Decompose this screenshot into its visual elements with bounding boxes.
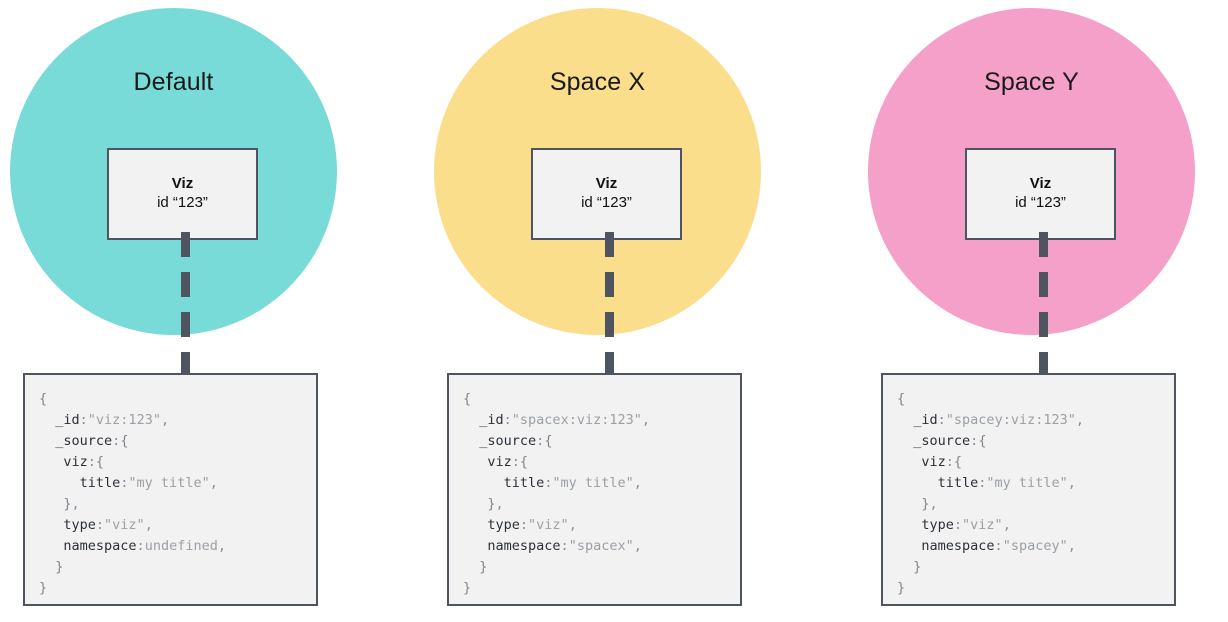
connector-dash (1039, 232, 1048, 257)
connector-dash (605, 352, 614, 377)
viz-box-id: id “123” (581, 194, 632, 211)
connector-dash (605, 312, 614, 337)
space-circle-label: Default (133, 68, 214, 96)
space-circle-label: Space X (549, 68, 646, 96)
connector-dash (605, 232, 614, 257)
json-document-panel-spacey: { _id:"spacey:viz:123", _source:{ viz:{ … (881, 373, 1176, 606)
viz-box-id: id “123” (1015, 194, 1066, 211)
connector-dash (605, 272, 614, 297)
dashed-connector-spacex (605, 232, 614, 377)
viz-box-title: Viz (171, 175, 194, 193)
viz-box-title: Viz (1029, 175, 1052, 193)
json-document-code: { _id:"spacey:viz:123", _source:{ viz:{ … (897, 391, 1084, 596)
connector-dash (181, 272, 190, 297)
dashed-connector-spacey (1039, 232, 1048, 377)
json-document-code: { _id:"viz:123", _source:{ viz:{ title:"… (39, 391, 226, 596)
json-document-panel-spacex: { _id:"spacex:viz:123", _source:{ viz:{ … (447, 373, 742, 606)
viz-box-id: id “123” (157, 194, 208, 211)
dashed-connector-default (181, 232, 190, 377)
connector-dash (1039, 312, 1048, 337)
connector-dash (1039, 272, 1048, 297)
json-document-code: { _id:"spacex:viz:123", _source:{ viz:{ … (463, 391, 650, 596)
connector-dash (181, 312, 190, 337)
json-document-panel-default: { _id:"viz:123", _source:{ viz:{ title:"… (23, 373, 318, 606)
connector-dash (1039, 352, 1048, 377)
connector-dash (181, 352, 190, 377)
space-circle-label: Space Y (984, 68, 1079, 96)
connector-dash (181, 232, 190, 257)
viz-box-title: Viz (595, 175, 618, 193)
